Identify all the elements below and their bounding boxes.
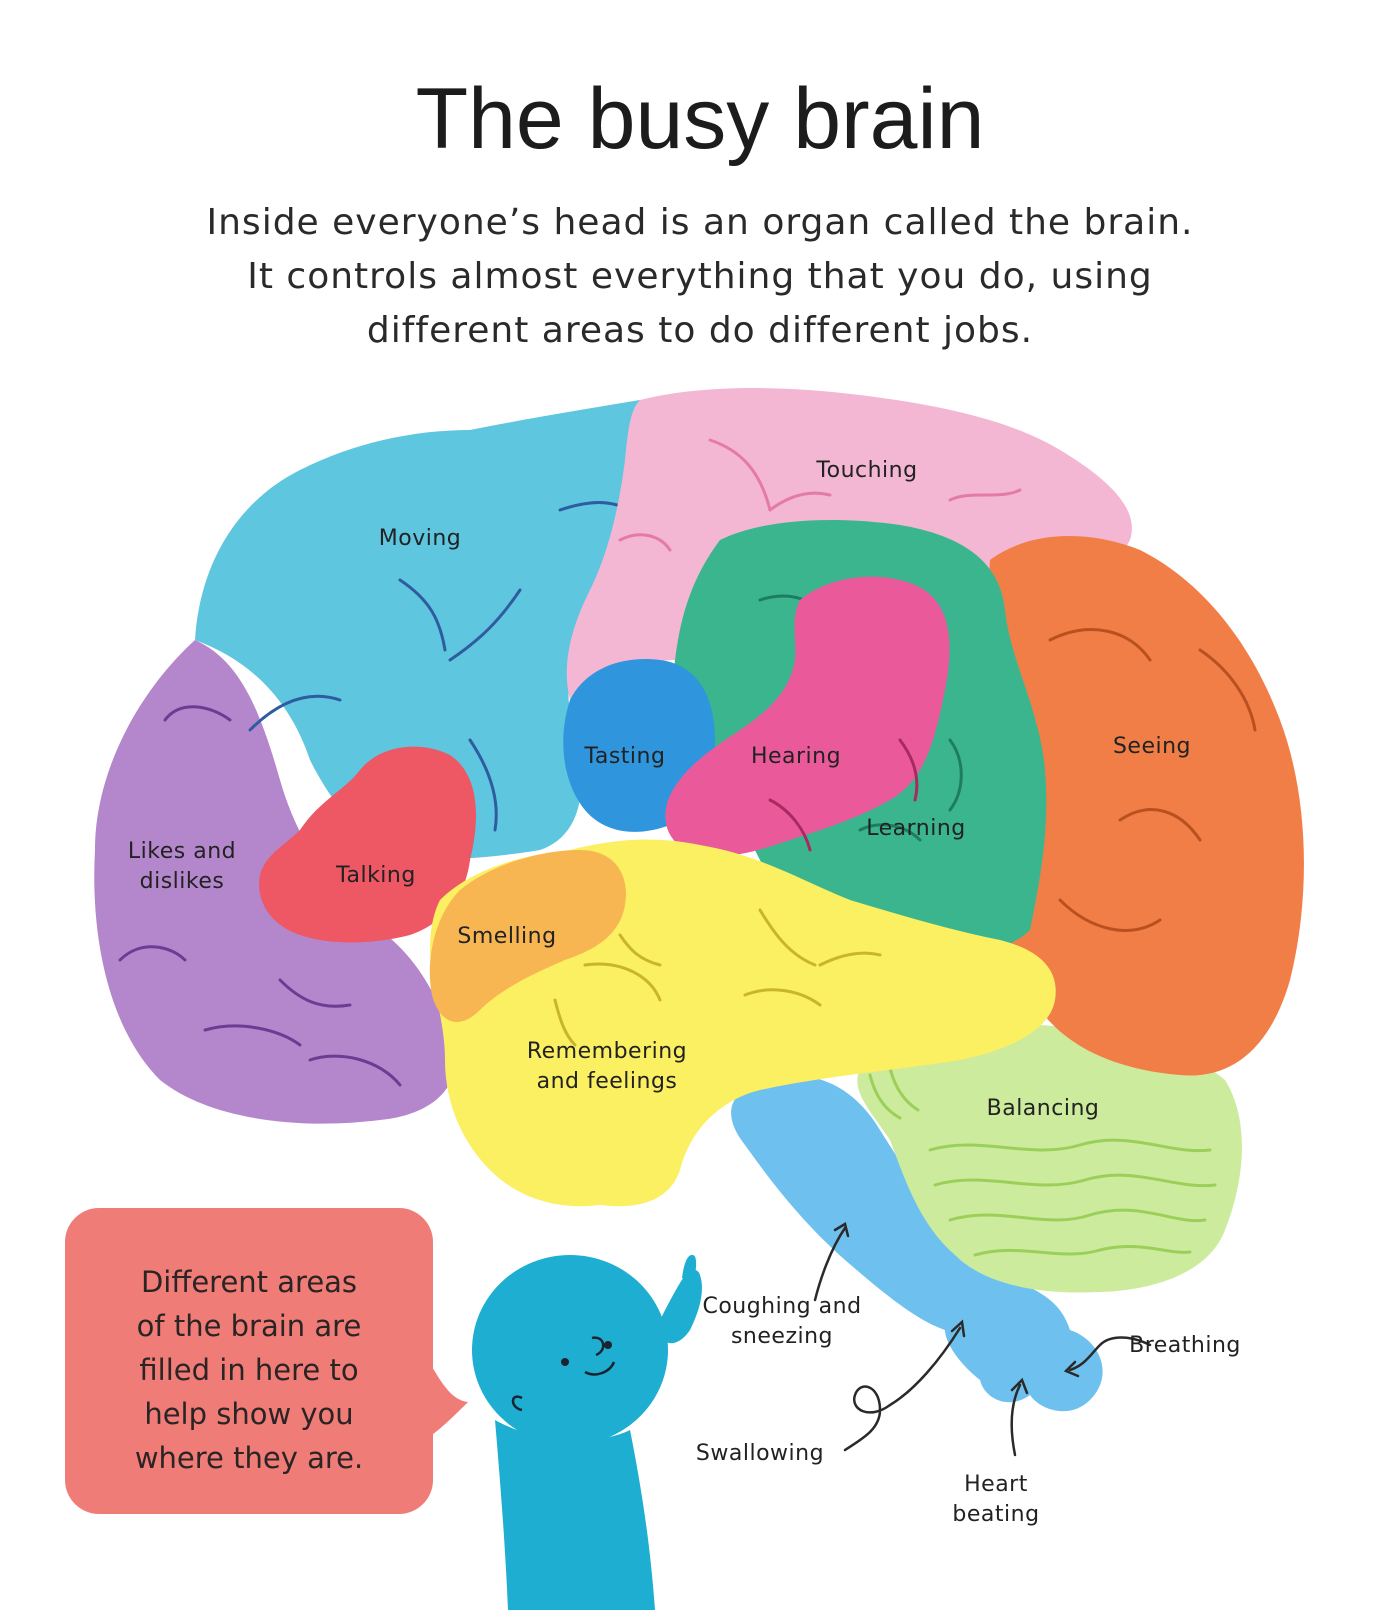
character-smile — [584, 1361, 616, 1376]
label-balancing: Balancing — [987, 1096, 1100, 1121]
label-heart-1: Heart — [964, 1472, 1028, 1497]
remembering-folds — [553, 908, 882, 1047]
talking-region — [259, 746, 476, 943]
bubble-line: Different areas — [140, 1265, 358, 1299]
bubble-line: of the brain are — [136, 1309, 362, 1343]
character-figure — [472, 1254, 702, 1610]
label-remembering-1: Remembering — [527, 1039, 687, 1064]
bubble-line: where they are. — [134, 1441, 364, 1475]
character-ear — [511, 1395, 523, 1412]
label-seeing: Seeing — [1113, 734, 1191, 759]
character-body — [495, 1420, 655, 1610]
hearing-region — [665, 576, 950, 857]
label-talking: Talking — [335, 863, 416, 888]
leader-lines — [813, 1222, 1152, 1457]
label-tasting: Tasting — [584, 744, 666, 769]
character-eye — [604, 1341, 612, 1349]
label-coughing-2: sneezing — [731, 1324, 833, 1349]
likes-folds — [118, 705, 402, 1087]
speech-bubble-text: Different areas of the brain are filled … — [65, 1260, 433, 1480]
label-moving: Moving — [379, 526, 461, 551]
label-coughing-1: Coughing and — [702, 1294, 861, 1319]
bubble-line: filled in here to — [139, 1353, 359, 1387]
brainstem-region — [731, 1075, 1103, 1412]
speech-bubble-tail — [425, 1355, 468, 1440]
page-title: The busy brain — [415, 71, 985, 167]
smelling-region — [429, 850, 626, 1022]
speech-bubble: Different areas of the brain are filled … — [65, 1208, 433, 1514]
character-finger — [682, 1254, 697, 1280]
intro-line: It controls almost everything that you d… — [247, 256, 1153, 297]
label-touching: Touching — [815, 458, 917, 483]
label-learning: Learning — [866, 816, 966, 841]
intro-line: different areas to do different jobs. — [366, 310, 1034, 351]
label-remembering-2: and feelings — [537, 1069, 678, 1094]
intro-line: Inside everyone’s head is an organ calle… — [206, 202, 1194, 243]
label-swallowing: Swallowing — [696, 1441, 824, 1466]
character-head — [472, 1255, 668, 1445]
balancing-region — [857, 1024, 1242, 1293]
hearing-folds — [768, 738, 919, 852]
label-smelling: Smelling — [457, 924, 556, 949]
label-breathing: Breathing — [1129, 1333, 1241, 1358]
label-likes-dislikes-2: dislikes — [140, 869, 225, 894]
character-arm — [655, 1269, 702, 1344]
seeing-folds — [1048, 628, 1257, 932]
bubble-line: help show you — [144, 1397, 354, 1431]
intro-paragraph: Inside everyone’s head is an organ calle… — [150, 196, 1250, 358]
label-heart-2: beating — [952, 1502, 1039, 1527]
character-eye — [561, 1358, 569, 1366]
character-nose — [591, 1336, 605, 1357]
label-likes-dislikes-1: Likes and — [128, 839, 236, 864]
touching-folds — [618, 438, 1022, 552]
label-hearing: Hearing — [751, 744, 841, 769]
balancing-folds — [868, 1066, 1217, 1257]
